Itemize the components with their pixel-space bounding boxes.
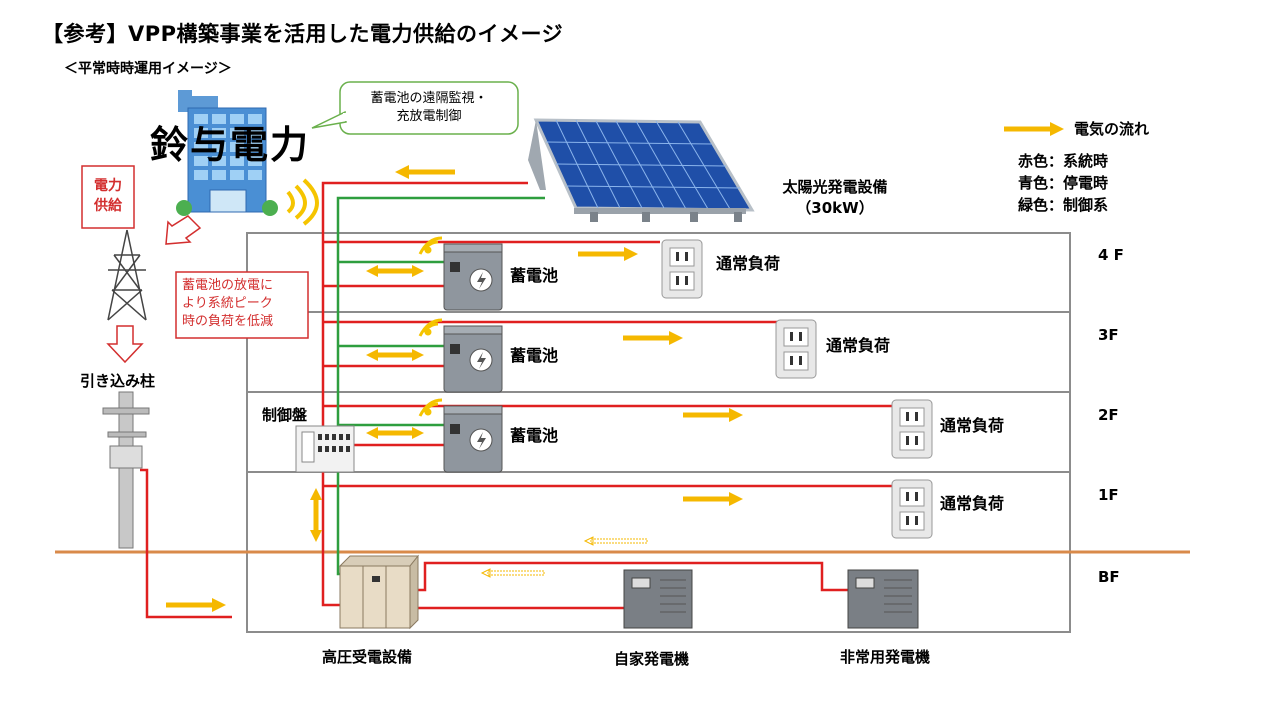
floor-label-1f: 1F [1098,486,1119,504]
supply-down-arrow-icon [106,325,144,364]
solar-panel-icon [528,118,755,222]
callout-line-2: 充放電制御 [396,109,462,124]
load-label-1f: 通常負荷 [940,494,1005,513]
legend-blue: 青色：停電時 [1018,174,1109,192]
peak-reduction-note-box [175,271,309,339]
outlet-icon-4f [661,239,703,299]
battery-label-3f: 蓄電池 [510,346,559,365]
supply-line-2: 供給 [94,198,122,214]
in-house-generator-icon [623,569,693,629]
load-label-3f: 通常負荷 [826,336,891,355]
legend-flow-label: 電気の流れ [1074,120,1150,138]
transmission-tower-icon [107,229,147,321]
flow-arrows [166,165,743,612]
peak-reduction-note: 蓄電池の放電に より系統ピーク 時の負荷を低減 [182,277,273,331]
supply-line-1: 電力 [94,178,122,194]
wireless-icon [286,178,319,226]
floor-label-2f: 2F [1098,406,1119,424]
legend-green: 緑色：制御系 [1018,196,1109,214]
solar-label-line-2: （30kW） [796,199,874,217]
load-label-2f: 通常負荷 [940,416,1005,435]
control-panel-label: 制御盤 [262,406,308,424]
page-subtitle: ＜平常時時運用イメージ＞ [64,61,232,77]
high-voltage-cubicle-icon [338,554,420,630]
battery-label-2f: 蓄電池 [510,426,559,445]
emergency-generator-icon [847,569,919,629]
outlet-icon-1f [891,479,933,539]
supply-diagonal-arrow-icon [165,215,202,245]
page-title: 【参考】VPP構築事業を活用した電力供給のイメージ [42,22,564,46]
peak-note-line-1: 蓄電池の放電に [182,278,274,293]
outlet-icon-3f [775,319,817,379]
building-outline [246,232,1071,633]
outlet-icon-2f [891,399,933,459]
floor-label-4f: 4 F [1098,246,1124,264]
control-panel-icon [295,425,355,473]
solar-label-line-1: 太陽光発電設備 [782,178,888,196]
solar-label: 太陽光発電設備 （30kW） [770,176,900,218]
load-label-4f: 通常負荷 [716,254,781,273]
utility-pole-label: 引き込み柱 [80,372,156,390]
legend-flow-arrow [1004,122,1064,136]
callout-line-1: 蓄電池の遠隔監視・ [370,91,488,106]
high-voltage-label: 高圧受電設備 [322,648,413,666]
battery-unit-2f [443,405,503,473]
battery-unit-3f [443,325,503,393]
power-supply-label: 電力 供給 [82,176,134,216]
legend-colors: 赤色：系統時 青色：停電時 緑色：制御系 [1018,150,1108,216]
battery-wireless-icons [418,236,443,417]
floor-label-3f: 3F [1098,326,1119,344]
peak-note-line-2: より系統ピーク [182,296,273,311]
peak-note-line-3: 時の負荷を低減 [182,314,274,329]
emergency-generator-label: 非常用発電機 [840,648,931,666]
remote-control-callout-bubble [311,81,519,135]
battery-unit-4f [443,243,503,311]
office-building-icon [176,90,278,216]
floor-label-bf: BF [1098,568,1120,586]
utility-pole-icon [102,391,150,549]
power-supply-box [81,165,135,229]
in-house-generator-label: 自家発電機 [614,650,690,668]
remote-control-callout: 蓄電池の遠隔監視・ 充放電制御 [342,90,516,126]
legend-red: 赤色：系統時 [1018,152,1109,170]
battery-label-4f: 蓄電池 [510,266,559,285]
control-wiring-green [336,196,545,576]
company-name: 鈴与電力 [150,123,311,167]
